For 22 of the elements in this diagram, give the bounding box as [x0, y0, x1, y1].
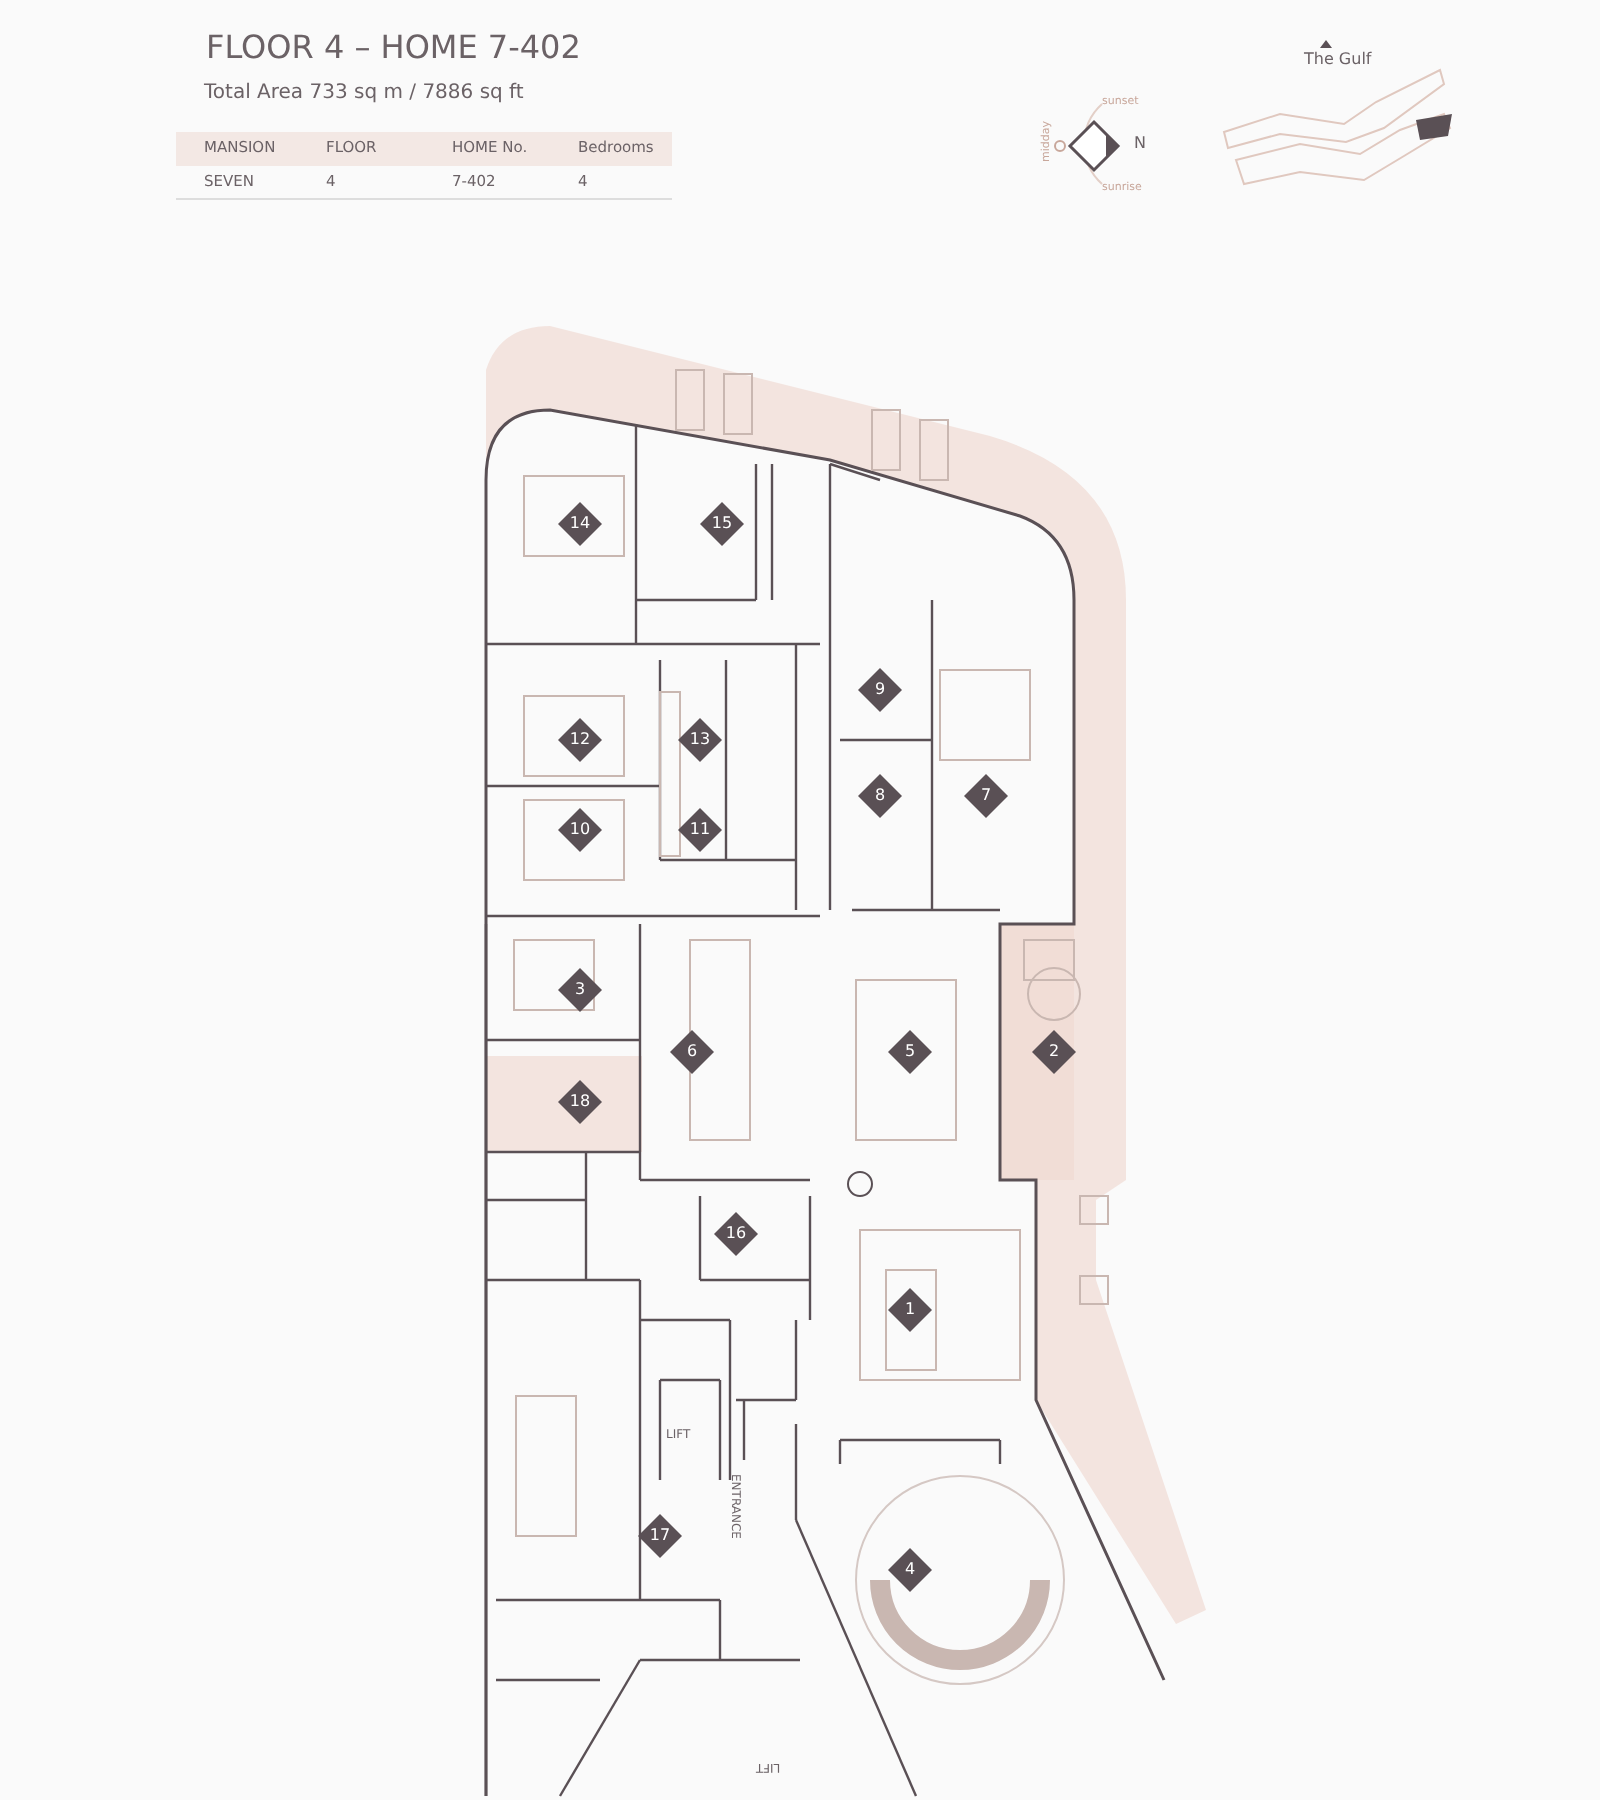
room-number-marker: 1	[888, 1288, 932, 1332]
room-number-marker: 16	[714, 1212, 758, 1256]
room-number-marker: 5	[888, 1030, 932, 1074]
area-text: Total Area 733 sq m / 7886 sq ft	[204, 84, 524, 104]
place-label: The Gulf	[1304, 52, 1372, 68]
room-number-marker: 17	[638, 1514, 682, 1558]
room-number-marker: 9	[858, 668, 902, 712]
room-number-marker: 10	[558, 808, 602, 852]
north-label: N	[1134, 136, 1146, 152]
room-number-marker: 15	[700, 502, 744, 546]
room-number-marker: 7	[964, 774, 1008, 818]
room-number-marker: 11	[678, 808, 722, 852]
room-number-marker: 2	[1032, 1030, 1076, 1074]
room-number-marker: 13	[678, 718, 722, 762]
room-number-marker: 18	[558, 1080, 602, 1124]
room-number-marker: 6	[670, 1030, 714, 1074]
room-number-marker: 4	[888, 1548, 932, 1592]
room-number-marker: 3	[558, 968, 602, 1012]
room-number-marker: 14	[558, 502, 602, 546]
room-number-marker: 8	[858, 774, 902, 818]
room-number-marker: 12	[558, 718, 602, 762]
floor-title: FLOOR 4 – HOME 7-402	[206, 32, 581, 64]
